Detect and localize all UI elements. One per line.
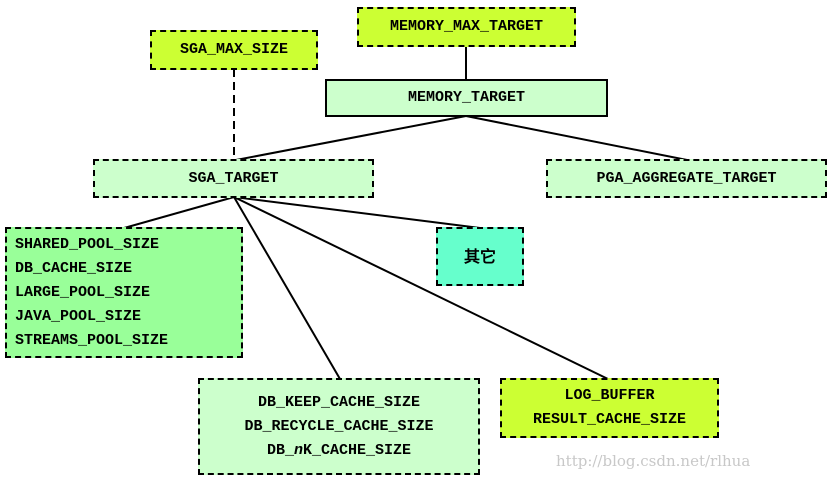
shared-pool-size-label: SHARED_POOL_SIZE — [15, 235, 160, 253]
large-pool-size-label: LARGE_POOL_SIZE — [15, 283, 151, 301]
db-nk-italic: n — [293, 441, 303, 459]
pools-node: SHARED_POOL_SIZE DB_CACHE_SIZE LARGE_POO… — [5, 227, 243, 358]
connector-memory-to-pga — [465, 115, 688, 161]
pga-aggregate-target-label: PGA_AGGREGATE_TARGET — [596, 169, 777, 187]
db-nk-suffix: K_CACHE_SIZE — [303, 441, 412, 459]
db-keep-cache-size-label: DB_KEEP_CACHE_SIZE — [257, 393, 421, 411]
sga-target-label: SGA_TARGET — [188, 169, 279, 187]
db-nk-cache-size-label: DB_nK_CACHE_SIZE — [200, 439, 478, 463]
sga-max-size-node: SGA_MAX_SIZE — [150, 30, 318, 70]
memory-target-node: MEMORY_TARGET — [325, 79, 608, 117]
other-node: 其它 — [436, 227, 524, 286]
log-buffer-label: LOG_BUFFER — [564, 387, 655, 404]
pga-aggregate-target-node: PGA_AGGREGATE_TARGET — [546, 159, 827, 198]
log-buffer-node: LOG_BUFFER RESULT_CACHE_SIZE — [500, 378, 719, 438]
db-cache-size-label: DB_CACHE_SIZE — [15, 259, 133, 277]
db-recycle-cache-size-label: DB_RECYCLE_CACHE_SIZE — [244, 417, 434, 435]
memory-max-target-node: MEMORY_MAX_TARGET — [357, 7, 576, 47]
sga-target-node: SGA_TARGET — [93, 159, 374, 198]
connector-sga-to-cache — [233, 196, 341, 380]
streams-pool-size-label: STREAMS_POOL_SIZE — [15, 331, 169, 349]
java-pool-size-label: JAVA_POOL_SIZE — [15, 307, 142, 325]
memory-target-label: MEMORY_TARGET — [407, 89, 526, 106]
connector-sga-to-pools — [123, 196, 235, 229]
sga-max-size-label: SGA_MAX_SIZE — [179, 41, 289, 58]
watermark-text: http://blog.csdn.net/rlhua — [556, 452, 751, 470]
other-label: 其它 — [463, 246, 496, 266]
result-cache-size-label: RESULT_CACHE_SIZE — [532, 411, 687, 428]
connector-sga-to-log — [233, 196, 609, 380]
cache-sizes-node: DB_KEEP_CACHE_SIZE DB_RECYCLE_CACHE_SIZE… — [198, 378, 480, 475]
connector-memory-to-sga — [235, 115, 467, 161]
memory-max-target-label: MEMORY_MAX_TARGET — [389, 18, 544, 35]
db-nk-prefix: DB_ — [266, 441, 294, 459]
connector-sga-to-other — [233, 196, 481, 229]
